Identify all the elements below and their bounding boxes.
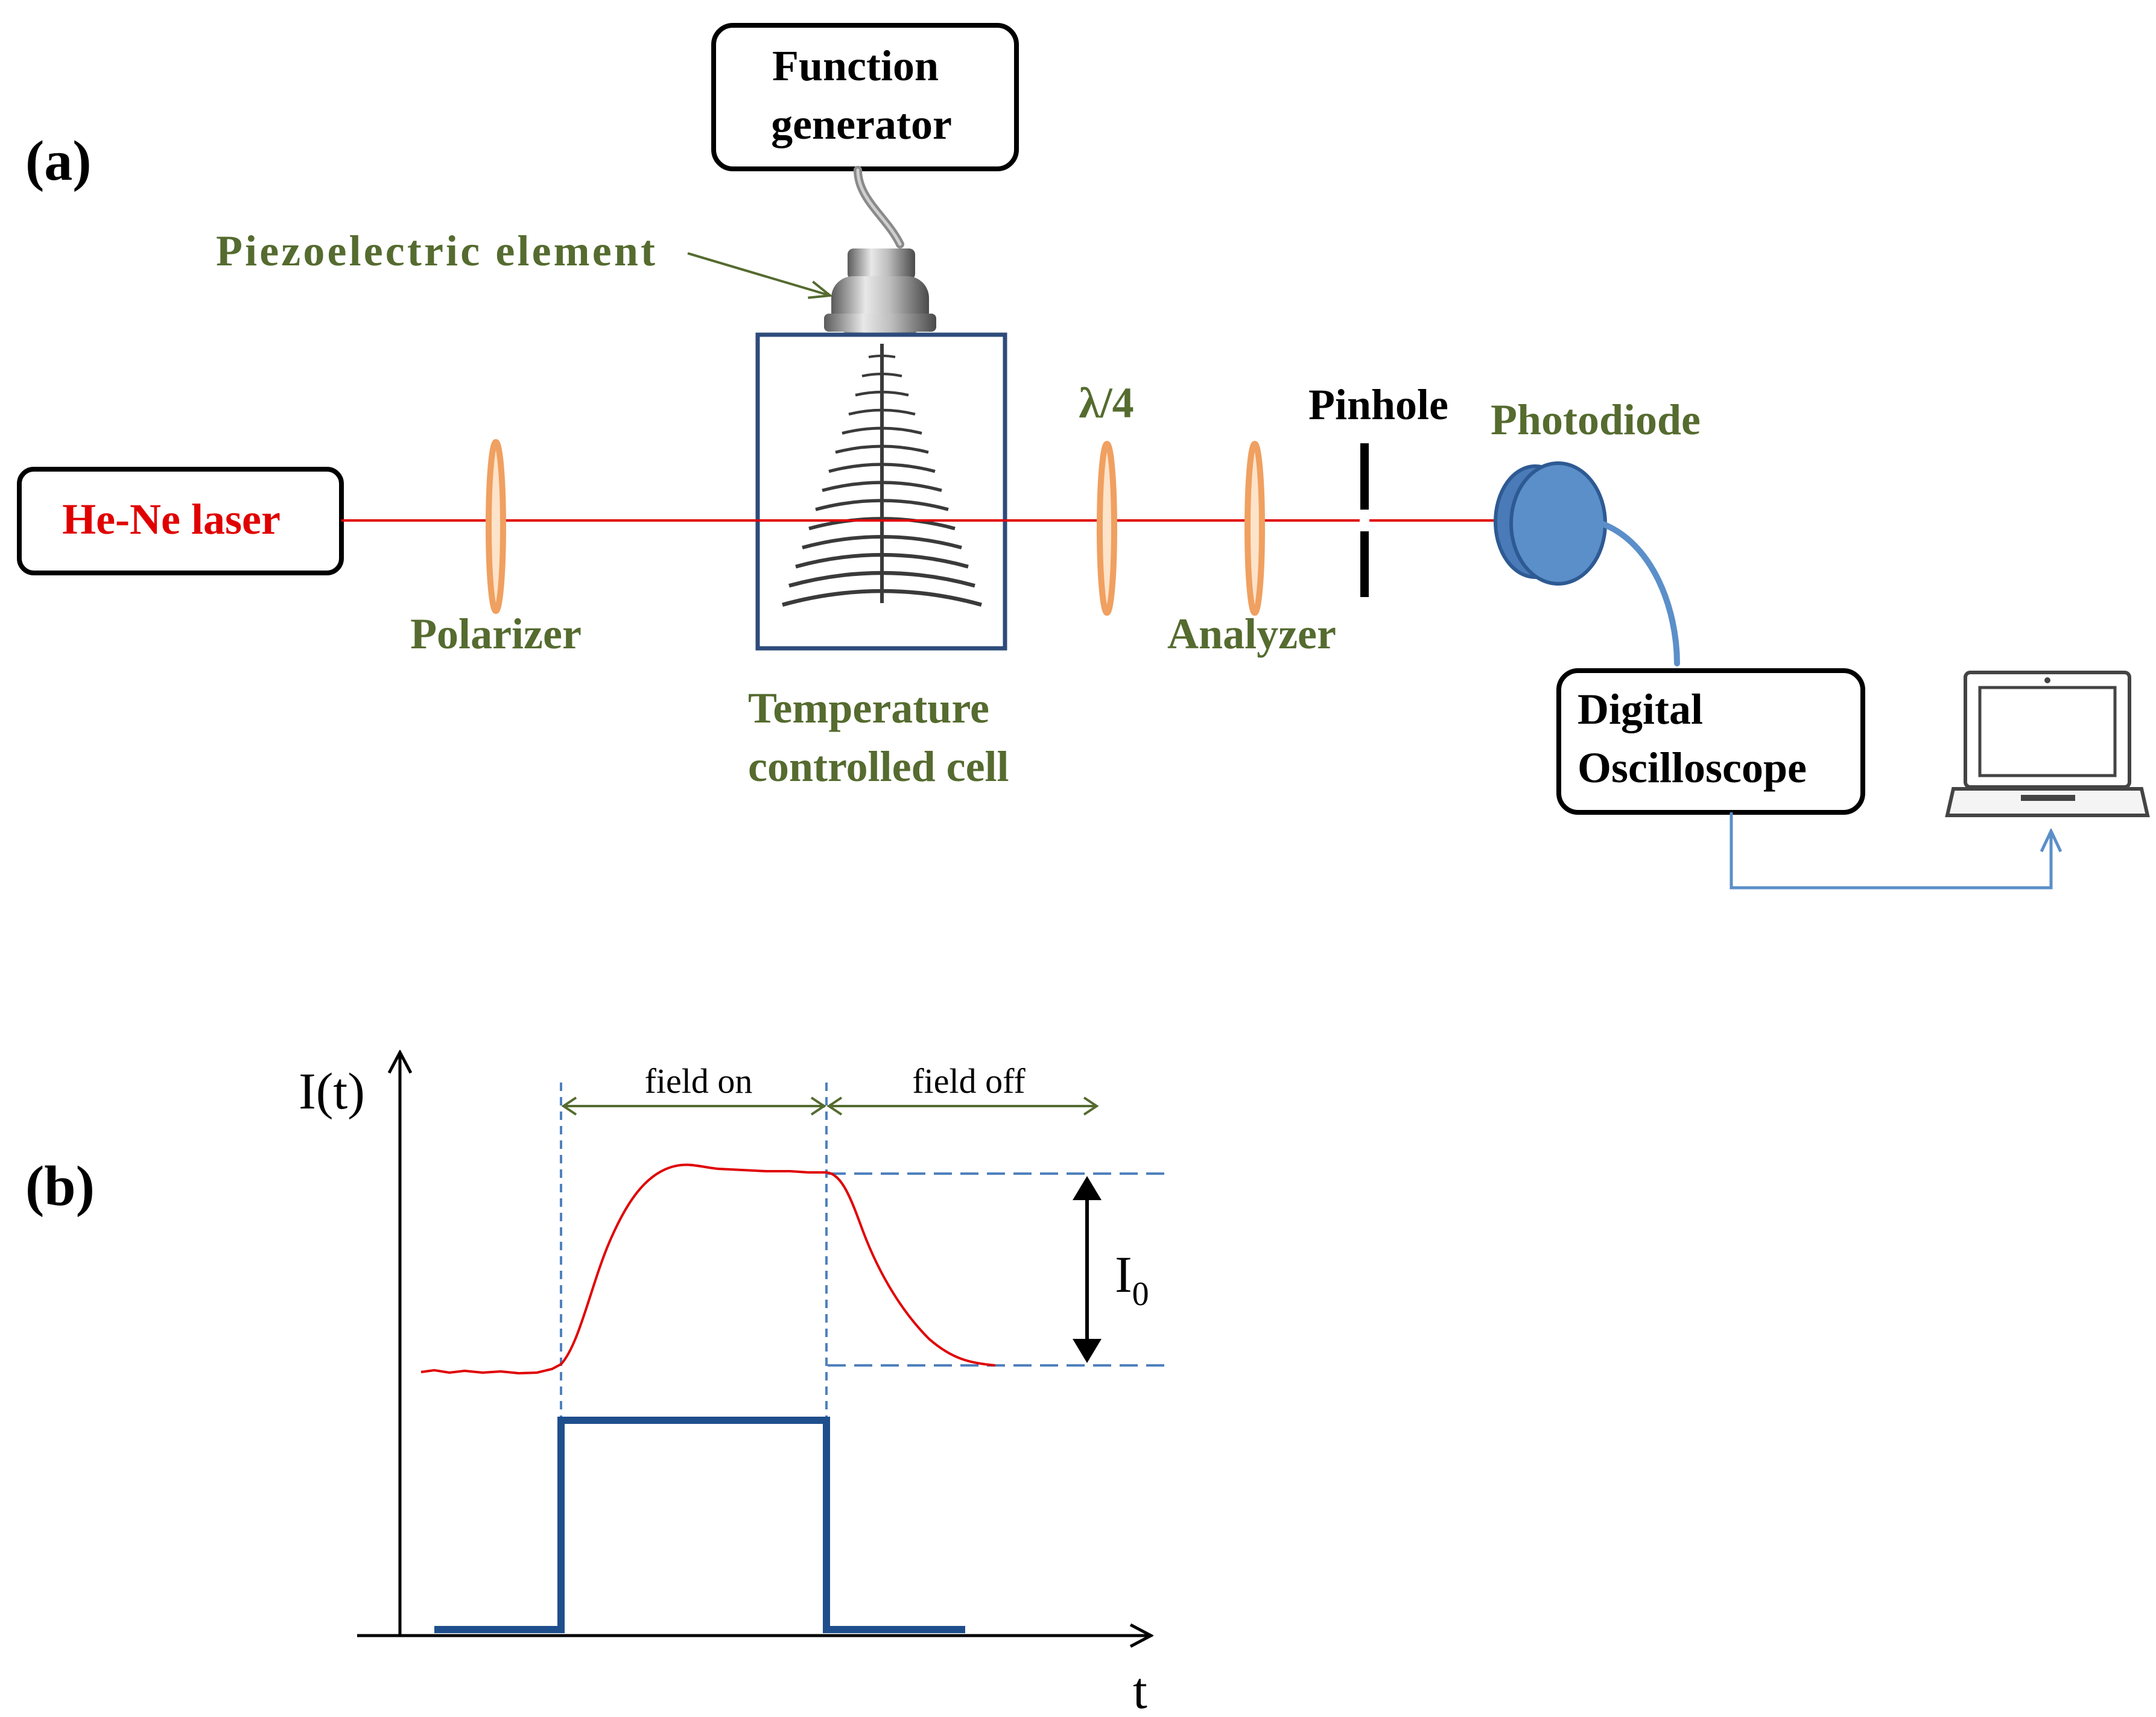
wavefront-line: [782, 589, 982, 607]
function-generator-line2: generator: [771, 100, 952, 148]
oscilloscope-line1: Digital: [1577, 685, 1703, 733]
cell-label-line1: Temperature: [748, 684, 989, 732]
panel-b-label: (b): [25, 1155, 95, 1218]
wavefront-line: [788, 571, 975, 588]
analyzer-label: Analyzer: [1167, 610, 1336, 658]
wavefront-line: [848, 408, 916, 416]
photodiode: [1494, 461, 1607, 586]
wavefront-line: [842, 426, 922, 435]
polarizer-lens: [486, 439, 506, 614]
wavefront-line: [802, 535, 962, 549]
oscilloscope-to-computer-line: [1730, 812, 2051, 890]
wavefront-line: [868, 355, 896, 358]
field-off-label: field off: [912, 1061, 1026, 1101]
wavefront-line: [815, 499, 949, 511]
piezo-label: Piezoelectric element: [216, 227, 655, 275]
wavefront-line: [861, 372, 902, 378]
wavefront-line: [835, 444, 929, 454]
field-on-label: field on: [645, 1061, 753, 1101]
field-pulse: [434, 1417, 965, 1633]
piezo-pointer-arrow: [687, 252, 830, 296]
digital-oscilloscope: Digital Oscilloscope: [1556, 668, 1865, 815]
photodiode-label: Photodiode: [1491, 396, 1701, 444]
wavefront-line: [808, 517, 956, 531]
function-generator: Function generator: [711, 23, 1019, 171]
analyzer-lens: [1244, 441, 1265, 616]
pinhole-label: Pinhole: [1308, 381, 1448, 429]
laser-label: He-Ne laser: [62, 495, 281, 543]
quarter-wave-plate: [1097, 441, 1117, 616]
photodiode-cable: [1599, 520, 1680, 666]
cell-label-line2: controlled cell: [748, 742, 1009, 791]
x-axis-label: t: [1133, 1662, 1147, 1717]
wavefront-line: [795, 552, 969, 569]
piezoelectric-element: [824, 248, 936, 334]
function-generator-line1: Function: [772, 42, 939, 90]
amplitude-label: I0: [1115, 1245, 1149, 1313]
quarter-wave-label: λ/4: [1079, 379, 1133, 427]
wavefront-line: [828, 463, 936, 473]
panel-a-label: (a): [25, 130, 92, 192]
y-axis-label: I(t): [299, 1062, 365, 1120]
polarizer-label: Polarizer: [410, 610, 582, 658]
intensity-signal-curve: [420, 1163, 996, 1375]
oscilloscope-line2: Oscilloscope: [1577, 744, 1807, 792]
temperature-controlled-cell: [755, 332, 1007, 651]
he-ne-laser: He-Ne laser: [17, 467, 344, 575]
acoustic-wavefronts: [782, 344, 982, 607]
laptop-icon: [1945, 671, 2150, 817]
wavefront-line: [822, 481, 942, 492]
wavefront-line: [855, 390, 909, 397]
